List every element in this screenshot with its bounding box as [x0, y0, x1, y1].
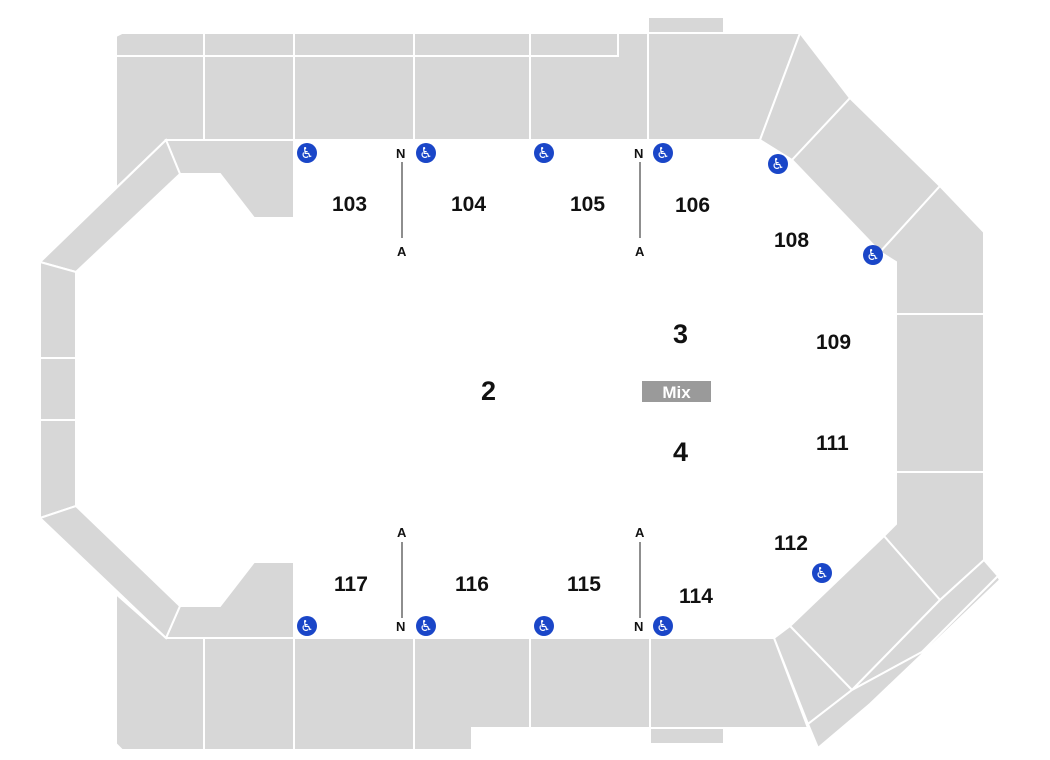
section-top-upper-2[interactable]: [203, 32, 295, 57]
svg-text:♿: ♿: [419, 617, 432, 635]
section-label-108: 108: [774, 229, 809, 252]
svg-text:♿: ♿: [419, 144, 432, 162]
section-label-114: 114: [679, 585, 713, 608]
section-left-1[interactable]: [39, 260, 77, 359]
wheelchair-icon: ♿: [812, 563, 832, 583]
floor-label-2: 2: [481, 376, 496, 406]
aisle-label-top-left-a: A: [397, 244, 407, 259]
mix-label: Mix: [662, 383, 691, 402]
svg-text:♿: ♿: [815, 564, 828, 582]
section-label-111: 111: [816, 432, 849, 455]
wheelchair-icon: ♿: [297, 143, 317, 163]
section-bottom-lower-5[interactable]: [529, 637, 651, 729]
aisle-label-bottom-right-n: N: [634, 619, 643, 634]
section-bottom-lower-3[interactable]: [293, 637, 415, 751]
section-bottom-tab: [649, 727, 725, 745]
floor-label-3: 3: [673, 319, 688, 349]
section-label-109: 109: [816, 331, 851, 354]
section-label-112: 112: [774, 532, 808, 555]
wheelchair-icon: ♿: [653, 143, 673, 163]
aisle-label-top-right-n: N: [634, 146, 643, 161]
svg-text:♿: ♿: [656, 144, 669, 162]
wheelchair-icon: ♿: [768, 154, 788, 174]
section-top-upper-tab: [647, 16, 725, 34]
section-label-117: 117: [334, 573, 368, 596]
wheelchair-icon: ♿: [534, 143, 554, 163]
aisle-label-top-right-a: A: [635, 244, 645, 259]
svg-text:♿: ♿: [300, 617, 313, 635]
section-left-lower-diagonal[interactable]: [38, 504, 182, 640]
section-top-lower-3[interactable]: [293, 55, 415, 141]
aisle-label-bottom-right-a: A: [635, 525, 645, 540]
aisle-label-top-left-n: N: [396, 146, 405, 161]
section-top-upper-4[interactable]: [413, 32, 531, 57]
section-label-115: 115: [567, 573, 601, 596]
svg-text:♿: ♿: [537, 617, 550, 635]
section-left-3[interactable]: [39, 419, 77, 520]
wheelchair-icon: ♿: [416, 143, 436, 163]
wheelchair-icon: ♿: [534, 616, 554, 636]
section-right-1[interactable]: [895, 313, 985, 473]
mix-position: [642, 381, 711, 402]
svg-text:♿: ♿: [771, 155, 784, 173]
section-bottom-box[interactable]: [164, 561, 295, 639]
section-bottom-lower-4[interactable]: [413, 637, 531, 751]
section-top-box[interactable]: [164, 139, 295, 219]
svg-text:♿: ♿: [866, 246, 879, 264]
section-left-2[interactable]: [39, 357, 77, 421]
wheelchair-icon: ♿: [416, 616, 436, 636]
section-left-upper-diagonal[interactable]: [38, 138, 182, 274]
section-label-106: 106: [675, 194, 710, 217]
section-top-upper-1[interactable]: [115, 32, 205, 57]
section-bottom-right-4[interactable]: [806, 574, 1002, 750]
section-bottom-lower-2[interactable]: [203, 637, 295, 751]
wheelchair-icon: ♿: [863, 245, 883, 265]
svg-text:♿: ♿: [300, 144, 313, 162]
section-label-116: 116: [455, 573, 489, 596]
svg-text:♿: ♿: [537, 144, 550, 162]
wheelchair-icon: ♿: [653, 616, 673, 636]
floor-label-4: 4: [673, 437, 688, 467]
section-label-105: 105: [570, 193, 605, 216]
section-label-103: 103: [332, 193, 367, 216]
section-label-104: 104: [451, 193, 486, 216]
section-top-upper-3[interactable]: [293, 32, 415, 57]
section-top-lower-2[interactable]: [203, 55, 295, 141]
section-bottom-lower-6[interactable]: [649, 637, 810, 729]
svg-text:♿: ♿: [656, 617, 669, 635]
section-top-lower-4[interactable]: [413, 55, 531, 141]
section-top-upper-5[interactable]: [529, 32, 619, 57]
aisle-label-bottom-left-n: N: [396, 619, 405, 634]
aisle-label-bottom-left-a: A: [397, 525, 407, 540]
wheelchair-icon: ♿: [297, 616, 317, 636]
